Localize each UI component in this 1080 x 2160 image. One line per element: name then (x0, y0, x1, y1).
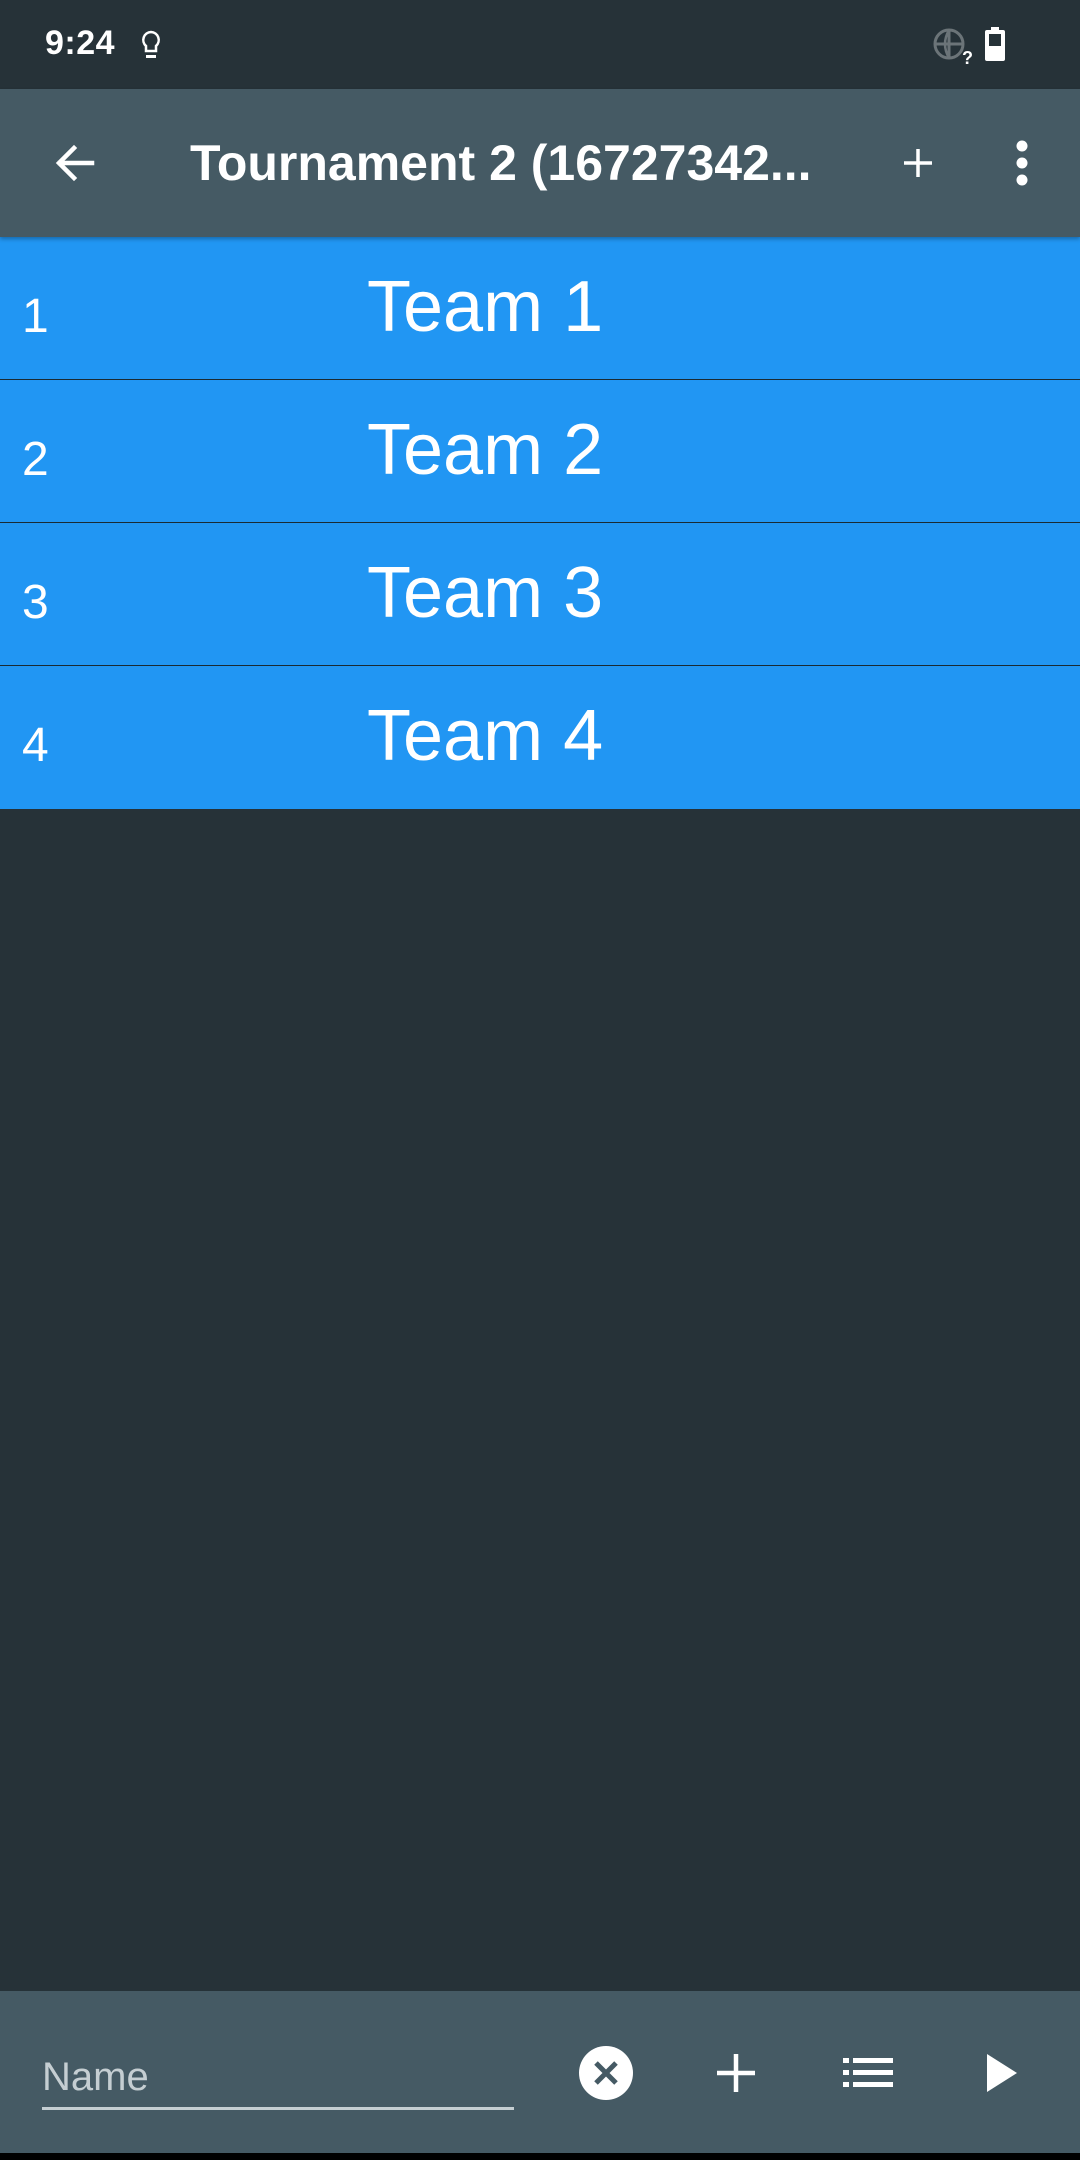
team-name: Team 2 (367, 410, 604, 490)
globe-question-icon: ? (933, 28, 973, 66)
plus-icon[interactable] (888, 133, 948, 193)
team-row[interactable]: 1 Team 1 (0, 237, 1080, 380)
status-time: 9:24 (45, 24, 116, 62)
team-rank: 2 (22, 433, 49, 486)
list-icon[interactable] (838, 2043, 898, 2103)
team-name: Team 4 (367, 696, 604, 776)
team-name: Team 1 (367, 267, 604, 347)
team-list: 1 Team 1 2 Team 2 3 Team 3 4 Team 4 (0, 237, 1080, 809)
team-row[interactable]: 4 Team 4 (0, 666, 1080, 809)
bottom-bar (0, 1991, 1080, 2153)
plus-icon[interactable] (706, 2043, 766, 2103)
team-row[interactable]: 2 Team 2 (0, 380, 1080, 523)
lightbulb-icon (142, 30, 160, 58)
team-rank: 1 (22, 290, 49, 343)
status-bar: 9:24 ? (0, 0, 1080, 89)
navigation-bar (0, 2153, 1080, 2160)
team-rank: 3 (22, 576, 49, 629)
page-title: Tournament 2 (16727342... (190, 135, 812, 191)
clear-icon[interactable] (576, 2043, 636, 2103)
battery-icon (985, 27, 1005, 61)
team-name: Team 3 (367, 553, 604, 633)
more-vert-icon[interactable] (1000, 133, 1044, 193)
svg-text:?: ? (962, 48, 973, 66)
team-row[interactable]: 3 Team 3 (0, 523, 1080, 666)
app-bar: Tournament 2 (16727342... (0, 89, 1080, 237)
name-input[interactable] (42, 2047, 514, 2110)
arrow-left-icon[interactable] (48, 135, 104, 191)
team-rank: 4 (22, 719, 49, 772)
play-icon[interactable] (970, 2043, 1030, 2103)
